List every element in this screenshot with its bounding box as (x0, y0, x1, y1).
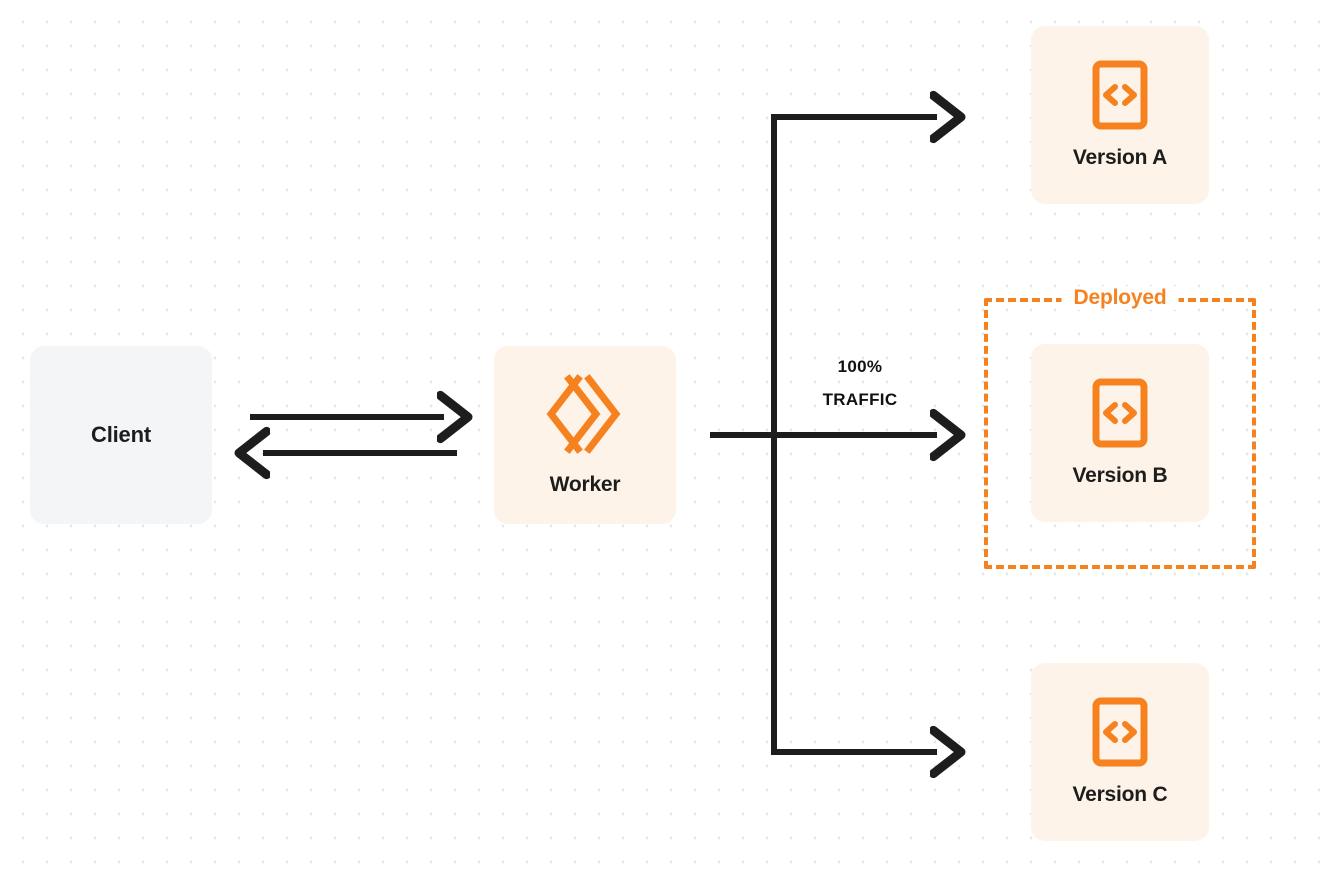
code-file-icon (1092, 697, 1148, 767)
deployed-group-label: Deployed (1061, 286, 1179, 310)
node-version-c[interactable]: Version C (1031, 663, 1209, 841)
cloudflare-workers-logo-icon (545, 373, 625, 455)
node-version-b[interactable]: Version B (1031, 344, 1209, 522)
traffic-label: 100% TRAFFIC (800, 350, 920, 416)
node-worker-label: Worker (549, 473, 621, 496)
node-version-a[interactable]: Version A (1031, 26, 1209, 204)
deployed-group-frame: Deployed (984, 286, 1256, 569)
traffic-percent: 100% (837, 357, 883, 376)
node-client-label: Client (91, 422, 151, 447)
node-version-b-label: Version B (1072, 464, 1168, 487)
code-file-icon (1092, 378, 1148, 448)
node-client[interactable]: Client (30, 346, 212, 524)
code-file-icon (1092, 60, 1148, 130)
node-version-a-label: Version A (1072, 146, 1168, 169)
node-worker[interactable]: Worker (494, 346, 676, 524)
node-version-c-label: Version C (1072, 783, 1168, 806)
traffic-unit: TRAFFIC (822, 390, 898, 410)
